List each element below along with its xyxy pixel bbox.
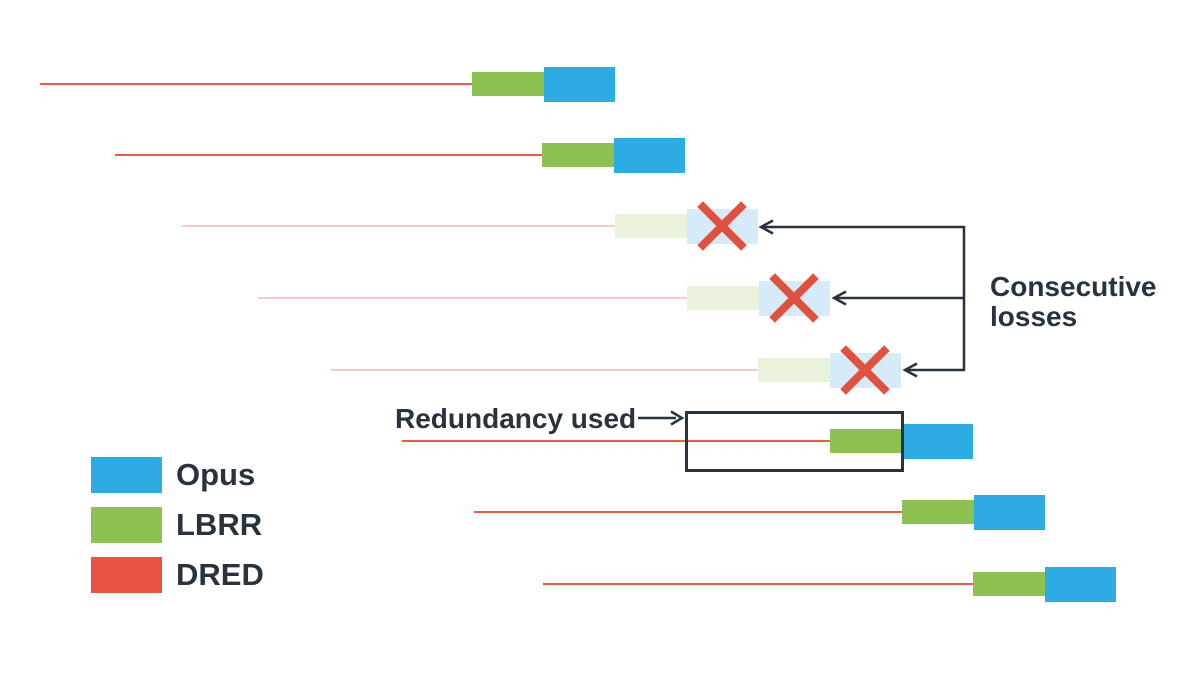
dred-line	[182, 225, 615, 227]
opus-swatch	[91, 457, 162, 493]
lbrr-block	[758, 358, 830, 382]
lbrr-block	[902, 500, 974, 524]
opus-block	[974, 495, 1045, 530]
dred-line	[543, 583, 973, 585]
redundancy-used-label: Redundancy used	[395, 403, 637, 434]
legend: Opus LBRR DRED	[91, 457, 264, 593]
opus-block	[1045, 567, 1116, 602]
legend-item-dred: DRED	[91, 557, 264, 593]
loss-x-icon	[700, 204, 744, 248]
lbrr-block	[472, 72, 544, 96]
dred-line	[474, 511, 902, 513]
opus-block	[902, 424, 973, 459]
legend-label-lbrr: LBRR	[176, 507, 263, 542]
arrowhead-left-icon	[902, 362, 918, 378]
lbrr-block	[542, 143, 614, 167]
legend-item-opus: Opus	[91, 457, 264, 493]
lbrr-block	[687, 286, 759, 310]
lbrr-block	[615, 214, 687, 238]
opus-block	[544, 67, 615, 102]
legend-label-opus: Opus	[176, 457, 256, 492]
dred-line	[258, 297, 687, 299]
legend-label-dred: DRED	[176, 557, 264, 592]
dred-line	[402, 440, 830, 442]
dred-line	[115, 154, 542, 156]
lbrr-block	[973, 572, 1045, 596]
opus-block	[614, 138, 685, 173]
consecutive-losses-label: Consecutive losses	[990, 272, 1157, 332]
lbrr-block	[830, 429, 902, 453]
arrowhead-left-icon	[831, 290, 847, 306]
dred-line	[40, 83, 472, 85]
consecutive-losses-line1: Consecutive	[990, 271, 1157, 302]
legend-item-lbrr: LBRR	[91, 507, 264, 543]
lbrr-swatch	[91, 507, 162, 543]
dred-line	[331, 369, 758, 371]
loss-x-icon	[843, 348, 887, 392]
arrowhead-right-icon	[670, 410, 685, 426]
arrowhead-left-icon	[758, 219, 774, 235]
loss-x-icon	[772, 276, 816, 320]
consecutive-losses-line2: losses	[990, 301, 1078, 332]
dred-swatch	[91, 557, 162, 593]
